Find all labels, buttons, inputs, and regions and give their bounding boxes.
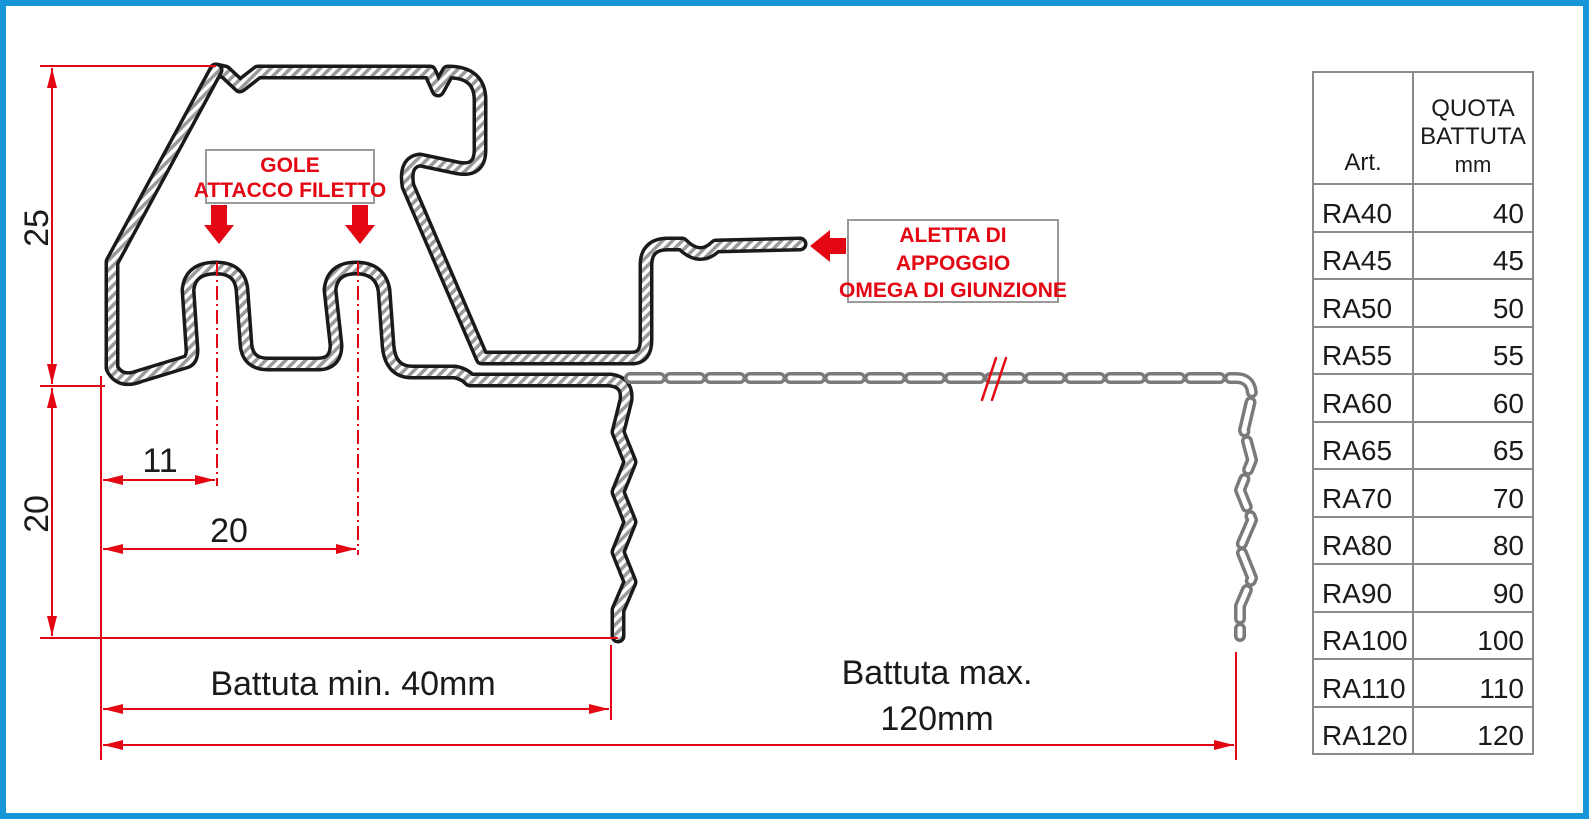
cell-art: RA50 [1312, 278, 1414, 328]
dim-battuta-max-line2: 120mm [880, 700, 993, 738]
cell-art: RA110 [1312, 658, 1414, 708]
dim-height-top: 25 [18, 209, 56, 247]
header-art: Art. [1312, 71, 1414, 185]
callout-aletta: ALETTA DI APPOGGIO OMEGA DI GIUNZIONE [810, 219, 1067, 303]
callout-aletta-line3: OMEGA DI GIUNZIONE [839, 279, 1067, 302]
cell-quota: 90 [1412, 563, 1534, 613]
profile-extension-dashed [624, 372, 1258, 642]
cell-quota: 45 [1412, 230, 1534, 280]
cell-quota: 40 [1412, 183, 1534, 233]
cell-quota: 120 [1412, 705, 1534, 755]
cell-art: RA45 [1312, 230, 1414, 280]
arrow-down-icon [345, 205, 375, 244]
callout-aletta-line2: APPOGGIO [896, 252, 1010, 275]
profile-section [104, 62, 1258, 644]
cell-art: RA120 [1312, 705, 1414, 755]
cell-art: RA55 [1312, 325, 1414, 375]
cell-art: RA65 [1312, 420, 1414, 470]
header-quota-line1: QUOTA [1431, 95, 1515, 122]
cell-art: RA40 [1312, 183, 1414, 233]
cell-quota: 50 [1412, 278, 1534, 328]
dimension-lines [40, 65, 1237, 760]
cell-quota: 80 [1412, 515, 1534, 565]
header-quota: QUOTA BATTUTA mm [1412, 71, 1534, 185]
dim-height-bottom: 20 [18, 495, 56, 533]
arrow-left-icon [810, 230, 846, 262]
cell-art: RA100 [1312, 610, 1414, 660]
cell-quota: 70 [1412, 468, 1534, 518]
cell-quota: 65 [1412, 420, 1534, 470]
cell-quota: 55 [1412, 325, 1534, 375]
dim-battuta-max-line1: Battuta max. [842, 654, 1033, 692]
cell-quota: 100 [1412, 610, 1534, 660]
cell-art: RA60 [1312, 373, 1414, 423]
cell-quota: 110 [1412, 658, 1534, 708]
callout-gole-line2: ATTACCO FILETTO [194, 179, 386, 202]
callout-gole: GOLE ATTACCO FILETTO [194, 149, 386, 244]
table-header-row: Art. QUOTA BATTUTA mm [1312, 71, 1534, 185]
dim-width-11: 11 [142, 442, 177, 480]
cell-art: RA70 [1312, 468, 1414, 518]
cell-art: RA80 [1312, 515, 1414, 565]
break-mark [980, 356, 998, 402]
arrow-down-icon [204, 205, 234, 244]
header-quota-line2: BATTUTA [1420, 123, 1526, 150]
header-quota-line3: mm [1454, 152, 1492, 177]
cell-quota: 60 [1412, 373, 1534, 423]
callout-gole-line1: GOLE [260, 154, 320, 177]
dim-width-20: 20 [210, 512, 248, 550]
cell-art: RA90 [1312, 563, 1414, 613]
dim-battuta-min: Battuta min. 40mm [210, 665, 495, 703]
profile-outline [208, 62, 808, 366]
callout-aletta-line1: ALETTA DI [899, 224, 1006, 247]
